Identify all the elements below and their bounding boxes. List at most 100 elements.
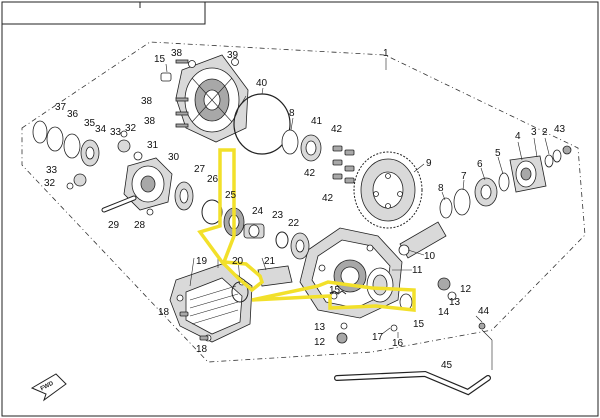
clip-26 xyxy=(201,199,223,225)
callout-41: 41 xyxy=(311,116,323,127)
callout-42-mid: 42 xyxy=(304,168,316,179)
pinion-shaft xyxy=(398,221,447,259)
shim-35 xyxy=(63,133,81,159)
callout-32-bottom: 32 xyxy=(44,178,56,189)
highlight-housing-bracket xyxy=(251,280,416,312)
callout-19: 19 xyxy=(196,256,208,267)
callout-25: 25 xyxy=(225,190,237,201)
callout-43: 43 xyxy=(554,124,566,135)
callout-33-bottom: 33 xyxy=(46,165,58,176)
seal-8-upper xyxy=(281,129,299,155)
callout-7: 7 xyxy=(461,171,467,182)
callout-30: 30 xyxy=(168,152,180,163)
callout-18-bottom: 18 xyxy=(196,344,208,355)
plug-12-bottom xyxy=(336,332,348,344)
callout-23: 23 xyxy=(272,210,284,221)
shim-7 xyxy=(453,188,471,216)
callout-13-right: 13 xyxy=(449,297,461,308)
bearing-27 xyxy=(174,181,194,211)
washer-36 xyxy=(46,126,64,152)
washer-32-bottom xyxy=(66,182,74,190)
callout-42-bottom: 42 xyxy=(322,193,334,204)
flange-yoke-4 xyxy=(509,155,547,193)
callout-42-top: 42 xyxy=(331,124,343,135)
circlip-23 xyxy=(275,231,289,249)
callout-16: 16 xyxy=(392,338,404,349)
callout-32-top: 32 xyxy=(125,123,137,134)
callout-36: 36 xyxy=(67,109,79,120)
fitting-44 xyxy=(478,322,486,330)
housing-cover xyxy=(175,54,249,143)
fwd-arrow-icon: FWD xyxy=(30,373,67,402)
callout-13-bottom: 13 xyxy=(314,322,326,333)
seal-37 xyxy=(32,120,48,144)
title-box xyxy=(2,2,206,25)
callout-14: 14 xyxy=(438,307,450,318)
callout-8-right: 8 xyxy=(438,183,444,194)
shift-fork-24 xyxy=(243,223,265,239)
callout-6: 6 xyxy=(477,159,483,170)
cover-bolts-18 xyxy=(179,311,209,341)
spider-gear-33-top xyxy=(117,139,131,153)
callout-labels: 1 2 3 4 5 6 7 8 8 9 10 11 12 13 14 15 15… xyxy=(44,48,566,371)
callout-28: 28 xyxy=(134,220,146,231)
callout-44: 44 xyxy=(478,306,490,317)
differential-case-30 xyxy=(123,157,173,211)
assembly-dashed-outline xyxy=(21,41,586,363)
differential-housing xyxy=(299,227,403,319)
cross-shaft-29 xyxy=(101,195,137,213)
highlight-shaft-path xyxy=(197,148,265,293)
cover-bolts xyxy=(160,59,189,128)
spring-14 xyxy=(329,290,347,295)
side-gear-34 xyxy=(80,139,100,167)
washer-13-bottom xyxy=(340,322,348,330)
callout-33-top: 33 xyxy=(110,127,122,138)
callout-21: 21 xyxy=(264,256,276,267)
callout-26: 26 xyxy=(207,174,219,185)
callout-22: 22 xyxy=(288,218,300,229)
plug-12-right xyxy=(437,277,451,291)
callout-38-bottom: 38 xyxy=(144,116,156,127)
washer-2 xyxy=(552,149,562,163)
callout-10: 10 xyxy=(424,251,436,262)
callout-11: 11 xyxy=(412,265,423,276)
bearing-22 xyxy=(290,232,310,260)
spider-gear-33-bottom xyxy=(73,173,87,187)
callout-8-upper: 8 xyxy=(289,108,295,119)
callout-18-top: 18 xyxy=(158,307,170,318)
callout-17: 17 xyxy=(372,332,384,343)
bearing-6 xyxy=(474,177,498,207)
pin-28 xyxy=(146,208,154,216)
callout-45: 45 xyxy=(441,360,453,371)
callout-29: 29 xyxy=(108,220,120,231)
washer-3 xyxy=(544,154,554,168)
ring-gear-bolts xyxy=(332,145,355,184)
callout-20: 20 xyxy=(232,256,244,267)
callout-31: 31 xyxy=(147,140,159,151)
callout-27: 27 xyxy=(194,164,206,175)
callout-40: 40 xyxy=(256,78,268,89)
drive-shaft xyxy=(334,370,491,396)
callout-5: 5 xyxy=(495,148,501,159)
callout-39: 39 xyxy=(227,50,239,61)
callout-9: 9 xyxy=(426,158,432,169)
seal-5 xyxy=(498,172,510,192)
callout-12-bottom: 12 xyxy=(314,337,326,348)
callout-2: 2 xyxy=(542,127,548,138)
callout-24: 24 xyxy=(252,206,264,217)
leader-lines xyxy=(165,58,550,370)
callout-38-top: 38 xyxy=(171,48,183,59)
callout-1: 1 xyxy=(383,48,389,59)
callout-37: 37 xyxy=(55,102,67,113)
pin-16 xyxy=(390,324,398,332)
callout-3: 3 xyxy=(531,127,537,138)
callout-15-right: 15 xyxy=(413,319,425,330)
callout-15-top: 15 xyxy=(154,54,166,65)
washer-32-top xyxy=(120,130,128,138)
bearing-41 xyxy=(300,134,322,162)
seal-8-right xyxy=(439,197,453,219)
ring-gear xyxy=(353,151,423,229)
washer-13-right xyxy=(447,291,457,301)
